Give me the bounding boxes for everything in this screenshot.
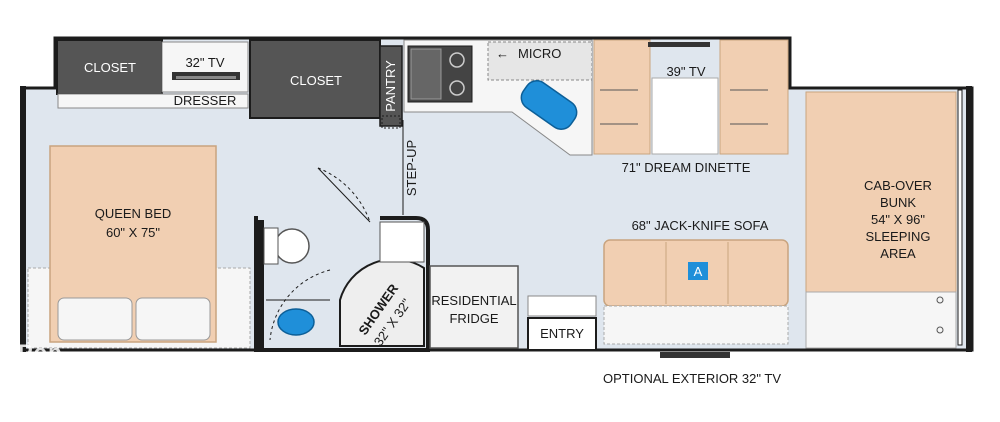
step-up-label: STEP-UP xyxy=(404,140,419,196)
tv-32-label: 32" TV xyxy=(185,55,224,70)
queen-bed: QUEEN BED 60" X 75" xyxy=(27,145,251,349)
fridge-label-1: RESIDENTIAL xyxy=(431,293,516,308)
bath-sink-icon xyxy=(277,308,315,336)
closet-center-label: CLOSET xyxy=(290,73,342,88)
kitchen-counter: ← MICRO xyxy=(403,39,593,156)
closet-left: CLOSET xyxy=(56,39,163,95)
bath-door xyxy=(317,167,371,223)
bed-label-1: QUEEN BED xyxy=(95,206,172,221)
dinette-label: 71" DREAM DINETTE xyxy=(622,160,751,175)
dinette: 39" TV 71" DREAM DINETTE xyxy=(593,39,789,175)
tv-39-label: 39" TV xyxy=(666,64,705,79)
entry-label: ENTRY xyxy=(540,326,584,341)
micro-arrow: ← xyxy=(496,46,509,61)
dresser-label: DRESSER xyxy=(174,93,237,108)
sink-icon xyxy=(520,80,578,130)
jack-knife-sofa: 68" JACK-KNIFE SOFA A xyxy=(603,218,789,345)
fridge: RESIDENTIAL FRIDGE xyxy=(429,265,519,349)
cab-over-bunk: CAB-OVER BUNK 54" X 96" SLEEPING AREA xyxy=(805,91,957,349)
bunk-label-5: AREA xyxy=(880,246,916,261)
bed-label-2: 60" X 75" xyxy=(106,225,160,240)
bathroom: SHOWER 32" X 32" xyxy=(254,216,430,352)
bunk-label-2: BUNK xyxy=(880,195,916,210)
watermark: Pop xyxy=(18,340,63,365)
pantry: PANTRY xyxy=(379,45,403,129)
sofa-label: 68" JACK-KNIFE SOFA xyxy=(632,218,769,233)
bunk-label-3: 54" X 96" xyxy=(871,212,925,227)
closet-center: CLOSET xyxy=(249,39,381,119)
step-up: STEP-UP xyxy=(402,120,419,215)
exterior-tv-label: OPTIONAL EXTERIOR 32" TV xyxy=(603,371,781,386)
entry: ENTRY xyxy=(527,295,597,351)
micro-label: MICRO xyxy=(518,46,561,61)
exterior-tv: OPTIONAL EXTERIOR 32" TV xyxy=(603,352,781,386)
toilet-icon xyxy=(274,228,310,264)
pantry-label: PANTRY xyxy=(383,60,398,112)
sofa-badge: A xyxy=(694,264,703,279)
bunk-label-1: CAB-OVER xyxy=(864,178,932,193)
fridge-label-2: FRIDGE xyxy=(449,311,498,326)
closet-left-label: CLOSET xyxy=(84,60,136,75)
bunk-label-4: SLEEPING xyxy=(865,229,930,244)
dresser-area: 32" TV DRESSER xyxy=(57,41,249,109)
